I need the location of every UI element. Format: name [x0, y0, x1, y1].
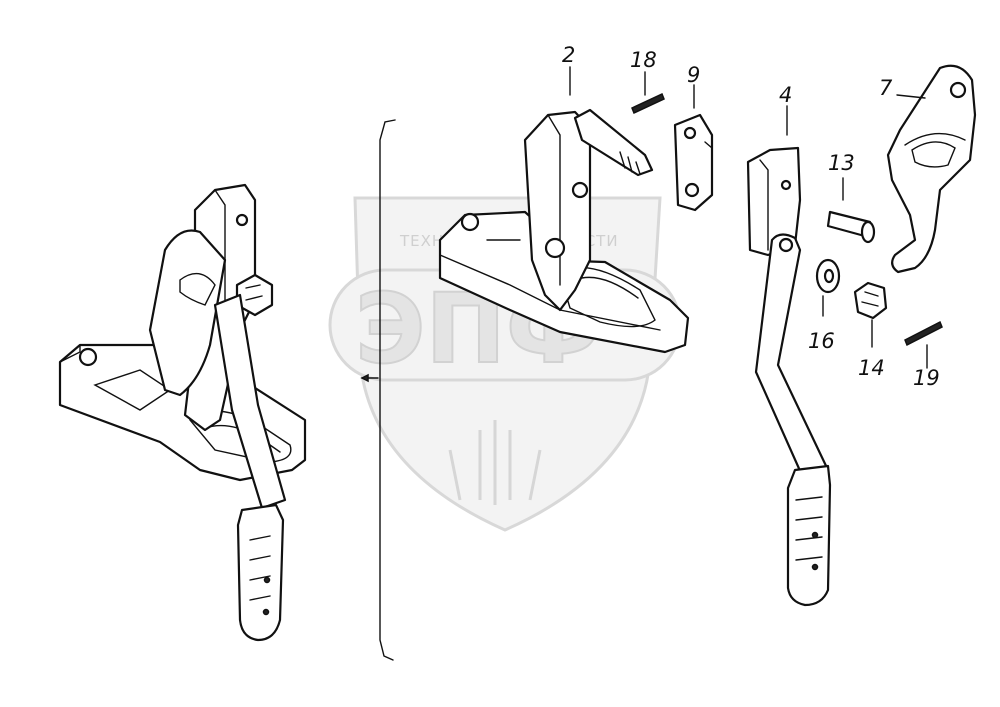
- callout-13: 13: [828, 151, 855, 175]
- callout-2: 2: [562, 43, 575, 67]
- callout-14: 14: [858, 356, 885, 380]
- assembly-bracket: [379, 119, 396, 661]
- part-4-lever: [746, 146, 832, 607]
- callout-18: 18: [630, 48, 657, 72]
- bracket-arrow-icon: [360, 373, 369, 383]
- part-14-nut: [853, 281, 888, 320]
- callout-4: 4: [779, 83, 792, 107]
- part-16-washer: [815, 258, 841, 294]
- callout-16: 16: [808, 329, 835, 353]
- watermark-wheat-icon: [448, 420, 542, 505]
- callout-7: 7: [879, 76, 893, 100]
- assembled-mechanism: [58, 183, 307, 642]
- part-19-cotter-pin: [904, 320, 943, 347]
- callouts: 2 18 9 4 7 13 16 14 19: [562, 43, 940, 390]
- part-9-plate: [673, 113, 714, 212]
- part-7-latch: [886, 64, 977, 274]
- part-2-bracket: [438, 108, 690, 354]
- callout-9: 9: [687, 63, 700, 87]
- part-13-pin: [826, 210, 876, 244]
- callout-19: 19: [913, 366, 940, 390]
- leader-lines: [569, 66, 928, 369]
- part-18-pin: [631, 92, 665, 115]
